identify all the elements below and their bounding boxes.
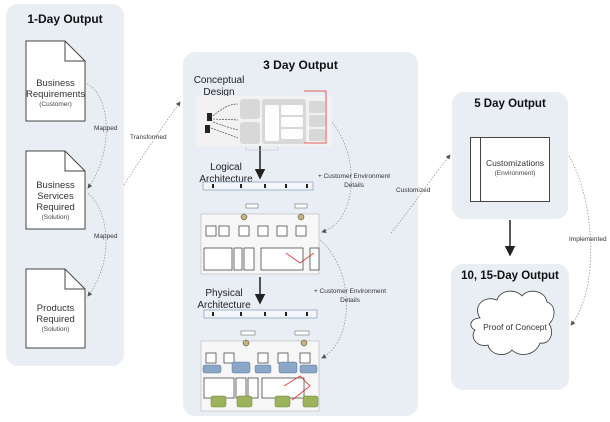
connector-label-implemented: Implemented xyxy=(569,236,607,243)
doc-label: Business Requirements xyxy=(26,78,86,100)
env-note-2: + Customer Environment Details xyxy=(313,288,387,304)
doc-sublabel: (Customer) xyxy=(39,101,72,108)
customizations-box: Customizations (Environment) xyxy=(470,137,550,202)
panel-title: 3 Day Output xyxy=(263,58,338,72)
section-title-physical-architecture: Physical Architecture xyxy=(197,288,251,311)
connector-label-customized: Customized xyxy=(396,187,431,194)
box-label: Customizations xyxy=(485,158,545,168)
connector-label-transformed: Transformed xyxy=(130,134,167,141)
panel-title: 1-Day Output xyxy=(27,12,103,26)
section-title-conceptual-design: Conceptual Design xyxy=(193,75,245,98)
doc-sublabel: (Solution) xyxy=(41,214,70,221)
connector-label-mapped-1: Mapped xyxy=(94,125,118,132)
cloud-label: Proof of Concept xyxy=(483,322,547,332)
panel-3-day-output: 3 Day Output xyxy=(183,52,418,416)
box-sublabel: (Environment) xyxy=(494,170,536,177)
doc-label: Business Services Required xyxy=(36,180,75,213)
box-sidebar xyxy=(471,138,481,201)
panel-title: 5 Day Output xyxy=(474,98,546,110)
env-note-1: + Customer Environment Details xyxy=(317,173,391,189)
section-title-logical-architecture: Logical Architecture xyxy=(199,162,253,185)
connector-label-mapped-2: Mapped xyxy=(94,233,118,240)
panel-title: 10, 15-Day Output xyxy=(461,270,559,282)
transformed-connector xyxy=(123,101,181,186)
doc-label: Products Required xyxy=(36,303,75,325)
doc-sublabel: (Solution) xyxy=(41,326,70,333)
